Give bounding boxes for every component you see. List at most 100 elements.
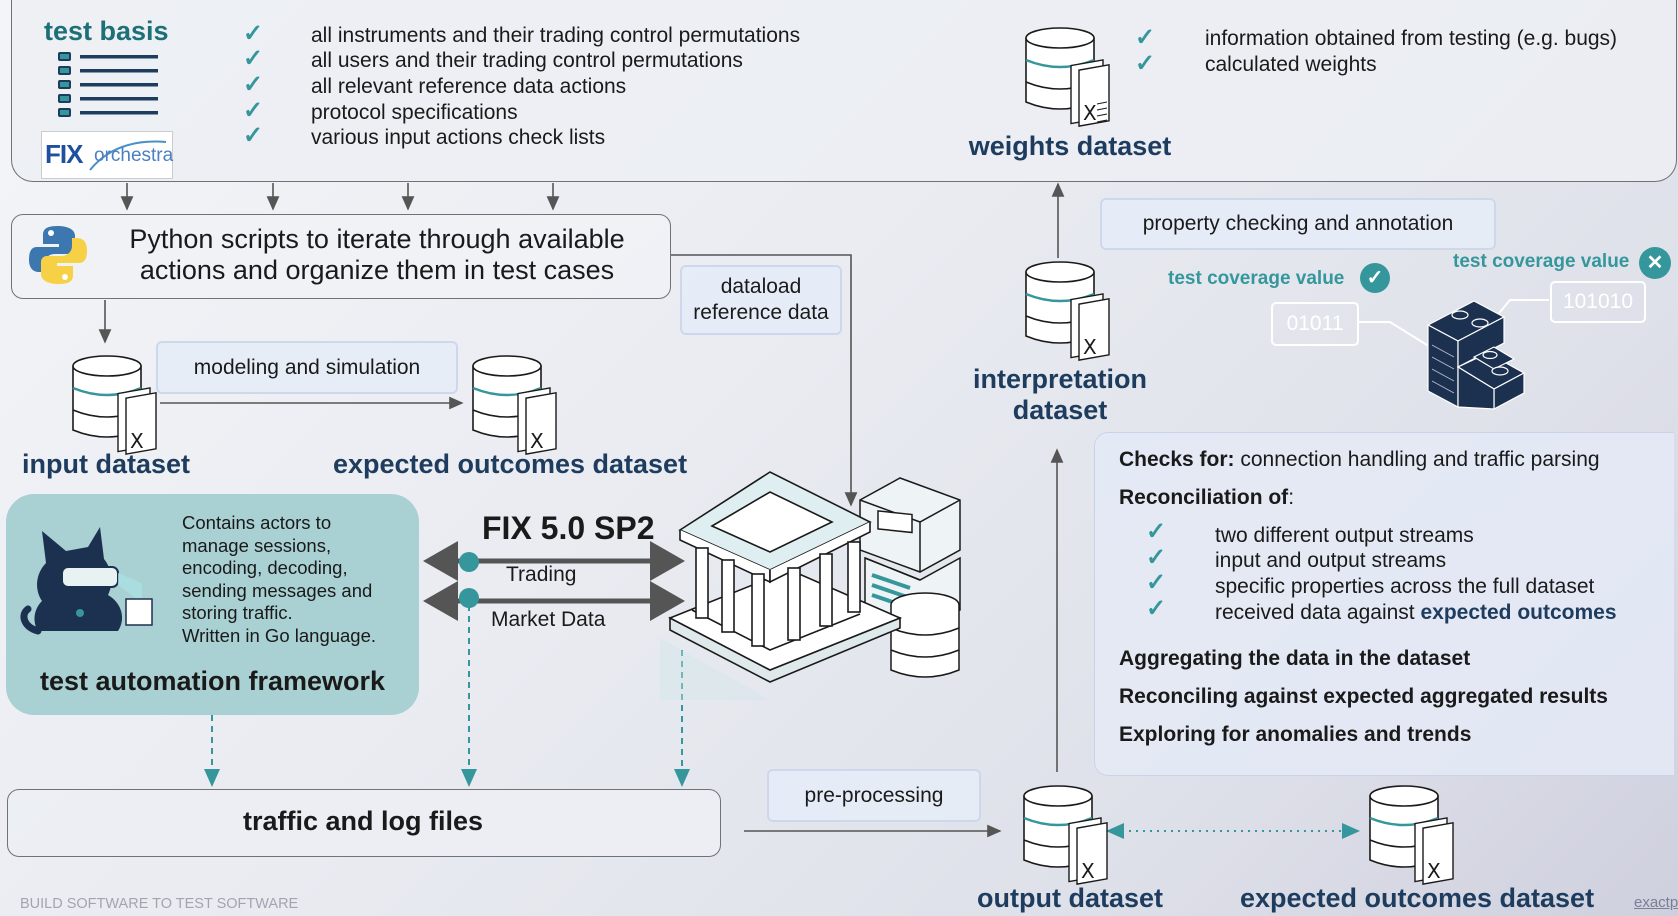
modeling-tag: modeling and simulation	[156, 341, 458, 394]
reconciliation-check: ✓	[1146, 571, 1166, 596]
output-database-icon: X	[1023, 785, 1108, 885]
reconciliation-check: ✓	[1146, 597, 1166, 622]
svg-text:X: X	[1083, 101, 1097, 125]
dataload-line-2: reference data	[693, 301, 829, 324]
reconciliation-item: two different output streams	[1215, 524, 1474, 547]
expected-outcomes-label-bottom: expected outcomes dataset	[1239, 883, 1595, 913]
svg-text:X: X	[1081, 859, 1095, 883]
checks-for-line: Checks for: connection handling and traf…	[1119, 448, 1600, 472]
svg-text:X: X	[1427, 859, 1441, 883]
exploring-line: Exploring for anomalies and trends	[1119, 723, 1472, 746]
reconciliation-line: Reconciliation of:	[1119, 486, 1294, 510]
checks-panel	[1094, 432, 1674, 776]
check-icon: ✓	[243, 122, 264, 149]
reconciliation-last-text: received data against	[1215, 601, 1421, 624]
expected-outcomes-label-top: expected outcomes dataset	[332, 449, 688, 479]
interpretation-line-1: interpretation	[972, 364, 1147, 394]
svg-text:X: X	[130, 429, 144, 453]
reconciling-line: Reconciling against expected aggregated …	[1119, 685, 1608, 708]
bits-box-a: 01011	[1271, 302, 1359, 346]
list-item: ✓	[243, 47, 263, 72]
reconciliation-check: ✓	[1146, 520, 1166, 545]
building-blocks-icon	[1426, 300, 1526, 410]
orchestra-swoosh-icon	[89, 140, 167, 171]
checks-for-text: connection handling and traffic parsing	[1234, 448, 1600, 471]
check-icon: ✓	[1146, 595, 1167, 622]
framework-desc-line: sending messages and	[182, 579, 373, 601]
input-database-icon: X	[72, 355, 157, 455]
framework-desc-line: storing traffic.	[182, 602, 293, 623]
framework-title: test automation framework	[39, 666, 386, 696]
check-icon: ✓	[243, 20, 264, 47]
reconciliation-item-last: received data against expected outcomes	[1215, 601, 1617, 625]
traffic-log-label: traffic and log files	[242, 806, 484, 836]
interpretation-line-2: dataset	[1012, 395, 1108, 425]
checks-for-heading: Checks for:	[1119, 448, 1235, 471]
output-dataset-label: output dataset	[977, 883, 1163, 913]
framework-desc-line: Contains actors to	[182, 512, 332, 533]
framework-desc-line: manage sessions,	[182, 534, 332, 556]
check-icon: ✓	[243, 71, 264, 98]
list-item-text: protocol specifications	[311, 101, 518, 124]
reconciliation-item: input and output streams	[1215, 549, 1447, 572]
weights-check: ✓	[1135, 26, 1155, 51]
expected-outcomes-emphasis: expected outcomes	[1420, 601, 1617, 624]
list-item-text: all relevant reference data actions	[311, 75, 627, 98]
list-icon	[58, 52, 158, 117]
list-item-text: all users and their trading control perm…	[311, 49, 743, 72]
weights-item: information obtained from testing (e.g. …	[1205, 27, 1618, 50]
list-item: ✓	[243, 73, 263, 98]
weights-check: ✓	[1135, 52, 1155, 77]
trading-label: Trading	[506, 563, 577, 586]
market-data-label: Market Data	[491, 608, 606, 631]
python-scripts-box	[11, 214, 671, 299]
expected-outcomes-database-icon: X	[472, 355, 557, 455]
dataload-line-1: dataload	[720, 275, 802, 298]
property-checking-tag: property checking and annotation	[1100, 198, 1496, 250]
fix-protocol-title: FIX 5.0 SP2	[482, 510, 655, 546]
exchange-building-icon	[660, 471, 961, 700]
reconciliation-item: specific properties across the full data…	[1215, 575, 1595, 598]
list-item-text: various input actions check lists	[311, 126, 606, 149]
reconciliation-colon: :	[1288, 486, 1295, 509]
check-icon: ✓	[1146, 518, 1167, 545]
python-text: Python scripts to iterate through availa…	[92, 224, 662, 286]
input-dataset-label: input dataset	[21, 449, 190, 479]
check-icon: ✓	[243, 97, 264, 124]
interpretation-database-icon: X	[1025, 261, 1110, 361]
list-item: ✓	[243, 124, 263, 149]
coverage-fail-label: test coverage value	[1453, 251, 1630, 272]
orchestra-logo-text: orchestra	[94, 145, 174, 166]
list-item-text: all instruments and their trading contro…	[311, 24, 801, 47]
reconciliation-heading: Reconciliation of	[1119, 486, 1289, 509]
framework-desc-line: Written in Go language.	[182, 624, 377, 646]
coverage-ok-icon: ✓	[1360, 263, 1390, 293]
weights-item: calculated weights	[1205, 53, 1377, 76]
traffic-log-box	[7, 789, 721, 857]
dataload-tag: dataload reference data	[680, 265, 842, 335]
check-icon: ✓	[1146, 544, 1167, 571]
reconciliation-check: ✓	[1146, 546, 1166, 571]
check-icon: ✓	[1135, 50, 1156, 77]
coverage-ok-label: test coverage value	[1168, 268, 1345, 289]
svg-text:X: X	[530, 429, 544, 453]
preprocessing-tag: pre-processing	[767, 769, 981, 822]
aggregating-line: Aggregating the data in the dataset	[1119, 647, 1471, 670]
check-icon: ✓	[1135, 24, 1156, 51]
footer-link[interactable]: exactpro	[1634, 894, 1678, 911]
cat-mascot-icon	[20, 527, 153, 635]
expected-outcomes-database-icon-bottom: X	[1369, 785, 1454, 885]
python-logo-icon	[29, 226, 87, 284]
framework-description: Contains actors to manage sessions, enco…	[182, 512, 376, 647]
coverage-fail-icon: ✕	[1639, 247, 1671, 279]
python-line-2: actions and organize them in test cases	[139, 255, 615, 285]
fix-logo-text: FIX	[45, 139, 83, 169]
fix-orchestra-logo: FIX orchestra	[41, 131, 173, 179]
footer-tagline: BUILD SOFTWARE TO TEST SOFTWARE	[20, 896, 299, 912]
weights-dataset-label: weights dataset	[968, 131, 1172, 161]
list-item: ✓	[243, 99, 263, 124]
interpretation-dataset-label: interpretation dataset	[950, 364, 1170, 426]
bits-box-b: 101010	[1550, 281, 1646, 323]
check-icon: ✓	[1146, 569, 1167, 596]
